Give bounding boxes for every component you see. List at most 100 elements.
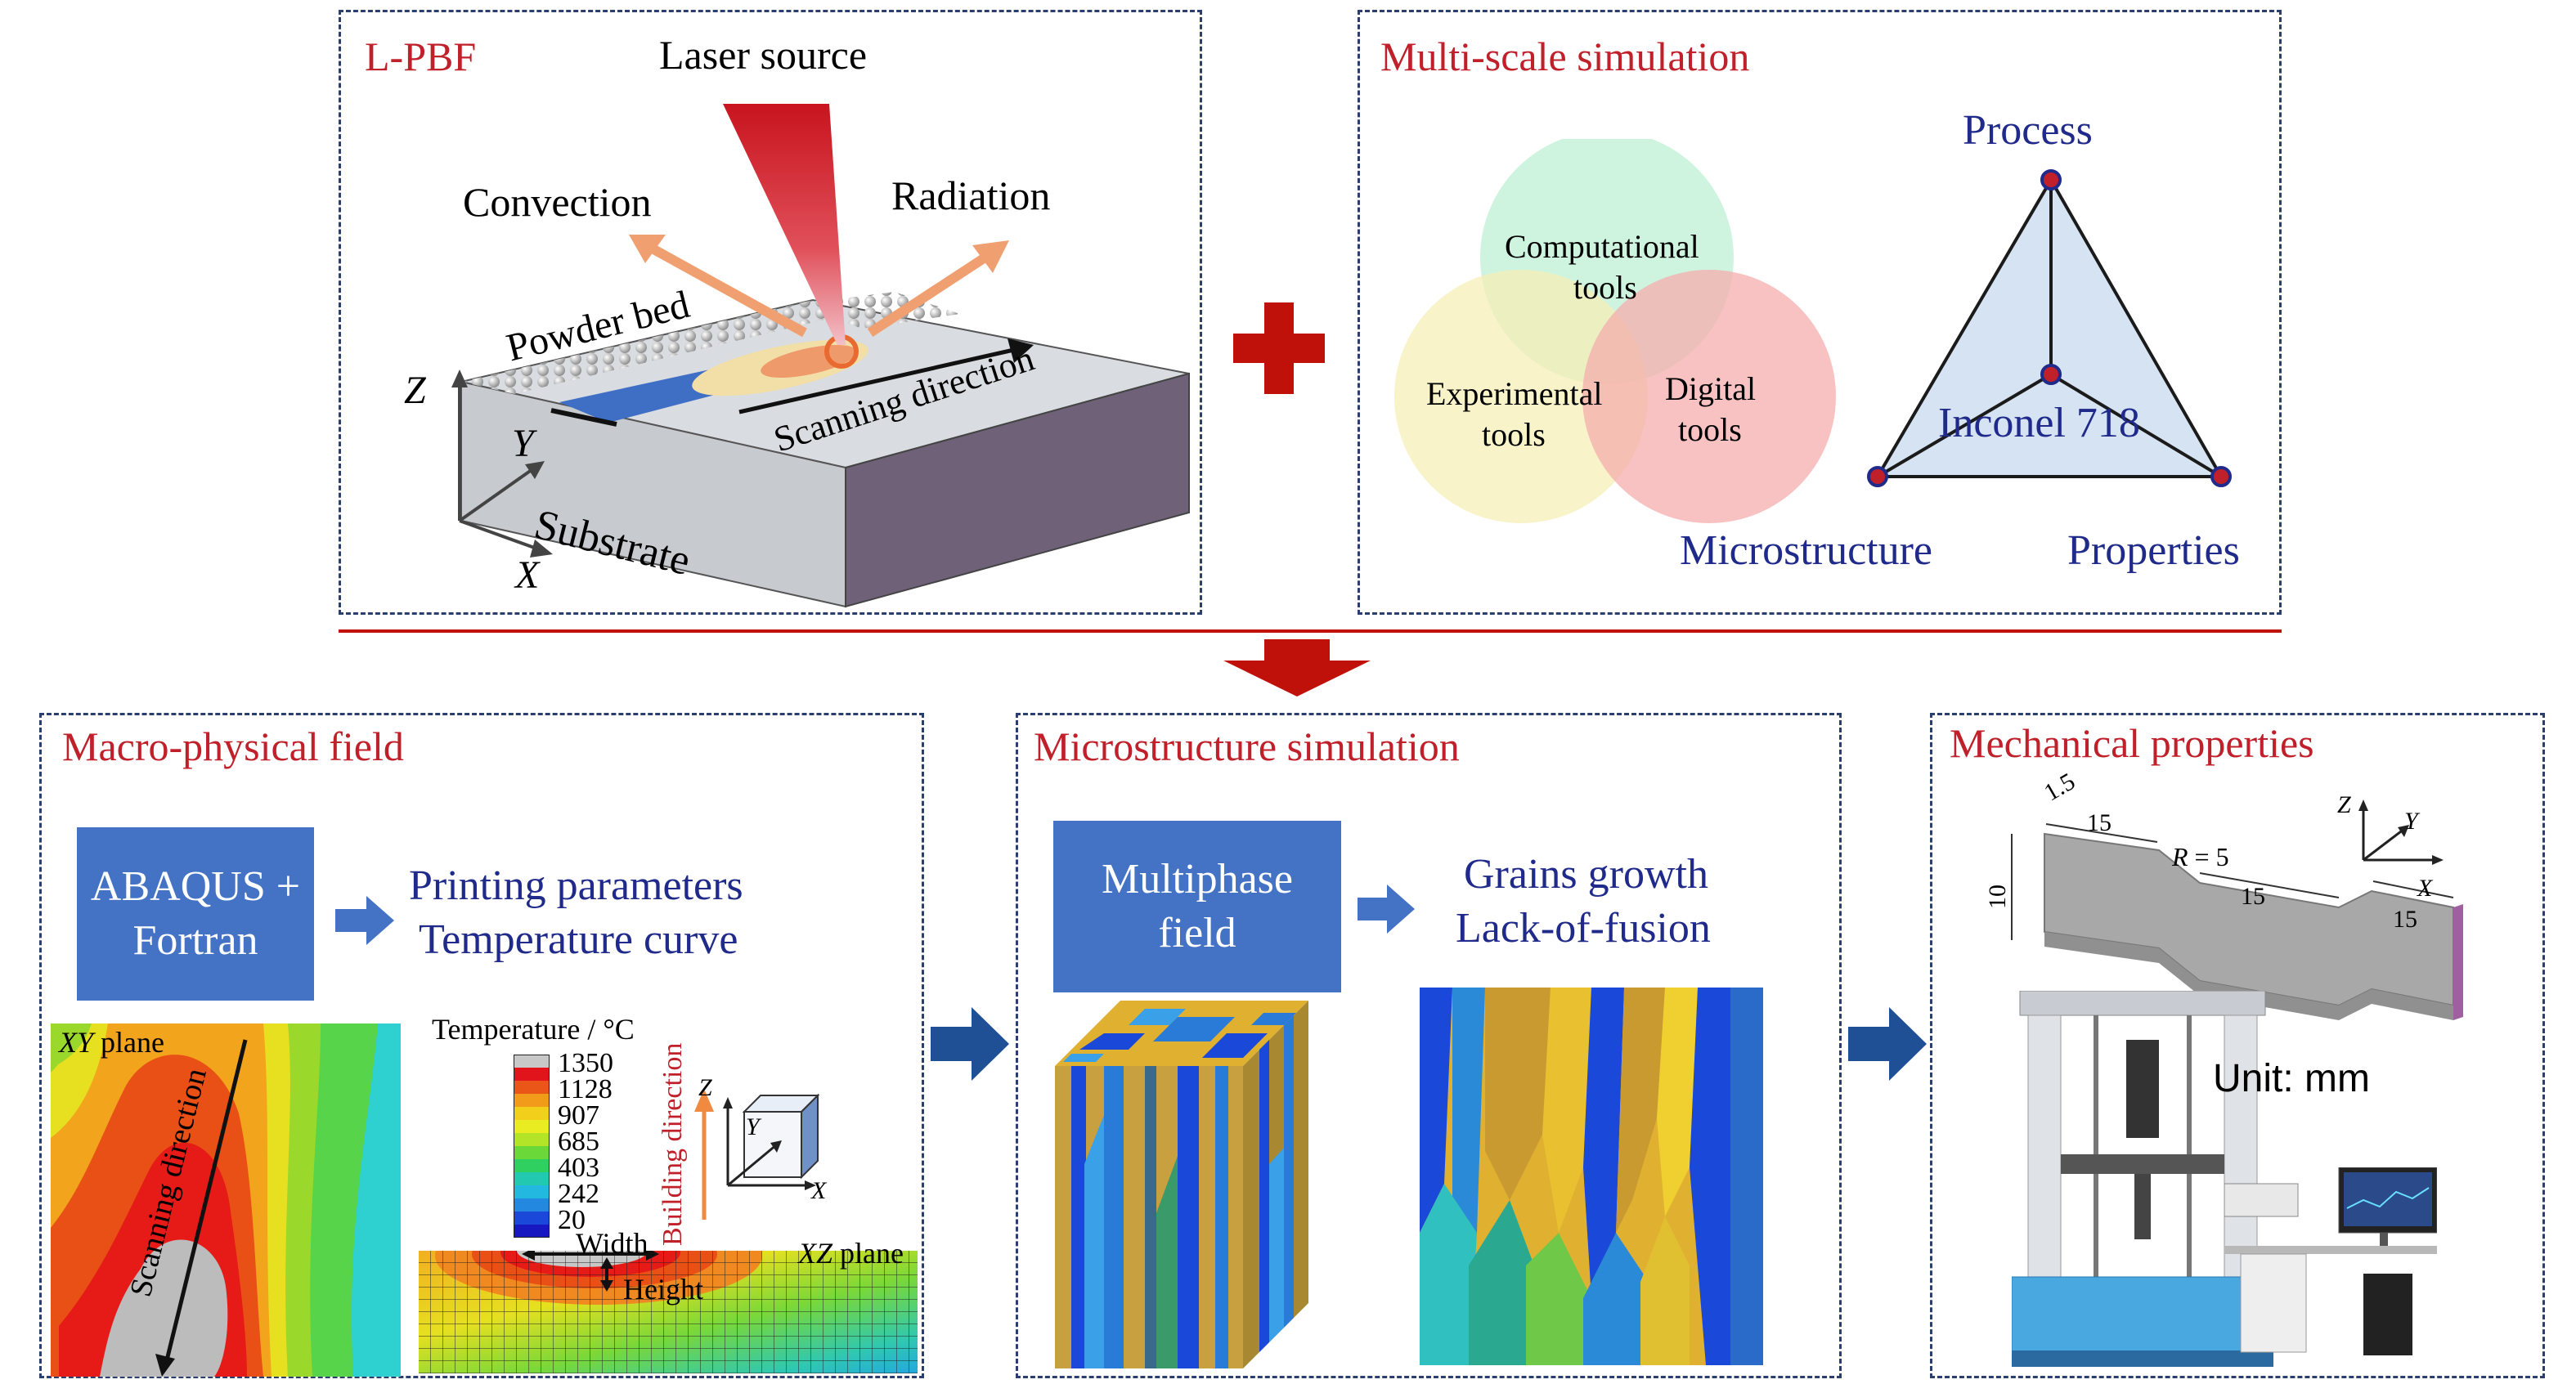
convection-arrow (647, 242, 807, 338)
micro-title: Microstructure simulation (1034, 723, 1460, 769)
tensile-specimen (2011, 823, 2463, 1020)
grain-cube (1055, 1001, 1308, 1368)
cube-axis-x: X (811, 1177, 827, 1204)
xz-plane-contour (419, 1251, 918, 1373)
tetra-vertex-center (2040, 364, 2062, 385)
dim-15-b: 15 (2241, 883, 2265, 910)
dim-15-a: 15 (2087, 809, 2112, 836)
multiphase-box: Multiphase field (1053, 821, 1341, 992)
xy-plane-contour (51, 1023, 401, 1377)
venn-computational-l2: tools (1573, 269, 1637, 306)
multiscale-panel (1358, 10, 2282, 615)
venn-digital-l1: Digital (1665, 370, 1757, 407)
radiation-arrowhead (972, 240, 1009, 273)
macro-right-arrow-icon (335, 896, 394, 945)
scan-arrow (738, 347, 1018, 414)
axis-cube (723, 1093, 820, 1190)
melt-pool-inner (761, 344, 857, 378)
venn-diagram (1394, 139, 1836, 523)
legend-value-5: 242 (558, 1179, 599, 1209)
macro-title: Macro-physical field (62, 723, 404, 769)
tetra-edge-right (2049, 373, 2223, 478)
xy-plane-label: XY plane (59, 1025, 164, 1059)
specimen-axis-y: Y (2404, 808, 2418, 835)
convection-arrowhead (629, 235, 666, 263)
dim-r-value: = 5 (2188, 842, 2229, 871)
laser-beam (723, 104, 846, 345)
abaqus-box-l2: Fortran (132, 917, 258, 964)
lpbf-title: L-PBF (365, 34, 477, 79)
radiation-label: Radiation (891, 172, 1051, 218)
legend-value-4: 403 (558, 1153, 599, 1183)
axis-x-arrowhead (530, 540, 553, 558)
xy-plane-axes: XY (59, 1026, 94, 1059)
convection-label: Convection (463, 179, 652, 225)
xz-plane-axes: XZ (798, 1237, 833, 1270)
abaqus-box-l1: ABAQUS + (90, 863, 301, 910)
micro-output-l1: Grains growth (1464, 851, 1708, 898)
flow-arrow-1-icon (931, 1007, 1009, 1081)
track-edge (550, 408, 617, 427)
flow-arrow-2-icon (1848, 1007, 1927, 1081)
width-label: Width (576, 1227, 648, 1260)
macro-panel (39, 713, 924, 1378)
height-label: Height (623, 1273, 703, 1306)
microstructure-label: Microstructure (1680, 527, 1933, 574)
axis-x-label: X (515, 553, 540, 597)
xz-plane-label: XZ plane (798, 1236, 904, 1270)
lpbf-panel (339, 10, 1202, 615)
venn-experimental (1394, 270, 1648, 523)
specimen-axes (2358, 799, 2444, 865)
xz-plane-word: plane (832, 1237, 904, 1270)
substrate-side (845, 372, 1190, 608)
temperature-colorbar (514, 1055, 550, 1238)
legend-value-2: 907 (558, 1100, 599, 1131)
specimen-axis-x: X (2417, 875, 2433, 902)
axis-z-label: Z (404, 369, 426, 412)
venn-digital (1582, 270, 1836, 523)
cube-axis-z: Z (698, 1074, 712, 1101)
micro-output-l2: Lack-of-fusion (1456, 905, 1711, 952)
down-arrow-icon (1223, 639, 1371, 696)
tetra-edge-left (1876, 373, 2053, 478)
radiation-arrow (867, 250, 992, 338)
micro-right-arrow-icon (1358, 885, 1415, 934)
multiscale-title: Multi-scale simulation (1380, 34, 1750, 79)
tetra-vertex-props (2210, 466, 2232, 487)
axis-x-line (459, 519, 540, 551)
venn-computational-l1: Computational (1505, 228, 1699, 265)
tetra-vertex-process (2040, 169, 2062, 190)
multiphase-box-l1: Multiphase (1102, 856, 1293, 903)
red-divider (339, 629, 2282, 633)
legend-value-6: 20 (558, 1205, 586, 1235)
testing-machine (2012, 991, 2273, 1367)
mech-title: Mechanical properties (1950, 720, 2314, 766)
process-label: Process (1963, 107, 2093, 154)
venn-digital-l2: tools (1678, 411, 1742, 448)
temperature-legend-title: Temperature / °C (432, 1013, 635, 1046)
tetrahedron-diagram (1867, 169, 2232, 487)
building-direction-arrow (694, 1089, 714, 1220)
dim-10: 10 (1984, 885, 2011, 909)
lpbf-illustration (451, 104, 1190, 608)
powder-bed (461, 300, 862, 394)
building-direction-label: Building direction (657, 1042, 688, 1246)
properties-label: Properties (2067, 527, 2240, 574)
legend-value-1: 1128 (558, 1074, 613, 1104)
venn-experimental-l1: Experimental (1426, 375, 1603, 412)
axis-y-arrowhead (525, 461, 545, 479)
xy-plane-word: plane (93, 1026, 164, 1059)
macro-output-l2: Temperature curve (419, 916, 738, 963)
axis-y-label: Y (512, 422, 534, 465)
micro-panel (1016, 713, 1842, 1378)
venn-experimental-l2: tools (1482, 416, 1546, 453)
plus-icon (1233, 302, 1325, 394)
dim-r: R = 5 (2172, 842, 2229, 872)
cube-axis-y: Y (746, 1113, 760, 1140)
mech-panel (1930, 713, 2545, 1378)
material-label: Inconel 718 (1938, 400, 2140, 446)
unit-label: Unit: mm (2213, 1057, 2370, 1100)
grain-map (1420, 988, 1763, 1365)
axis-y-line (458, 466, 536, 522)
